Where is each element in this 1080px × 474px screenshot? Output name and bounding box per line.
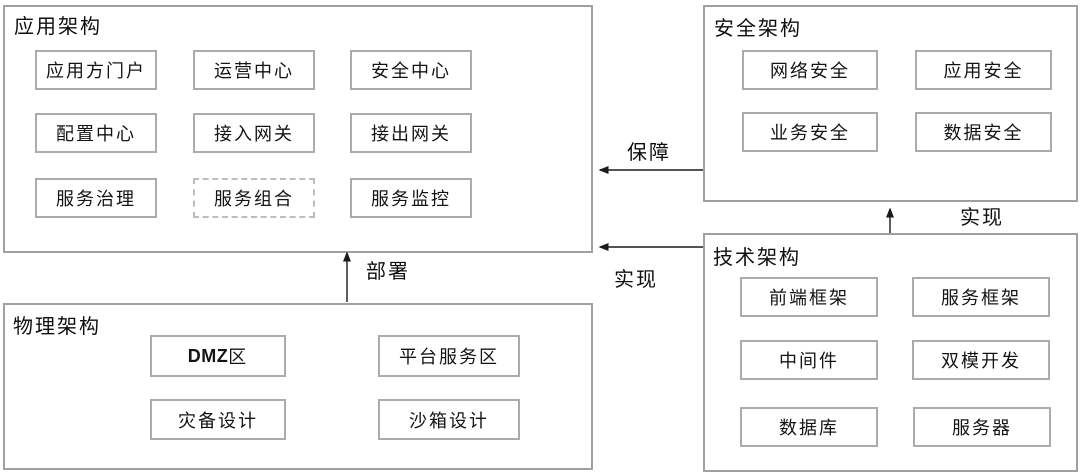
- node-dmz-zone-bold-label: DMZ: [187, 345, 229, 366]
- node-server: 服务器: [913, 407, 1051, 447]
- node-security-center: 安全中心: [350, 50, 472, 90]
- node-outbound-gateway: 接出网关: [350, 113, 472, 153]
- node-database: 数据库: [740, 407, 878, 447]
- node-operation-center: 运营中心: [193, 50, 315, 90]
- node-disaster-recovery-design: 灾备设计: [150, 399, 286, 440]
- arrow-label-realize-application: 实现: [614, 269, 658, 291]
- node-service-composition: 服务组合: [193, 178, 315, 218]
- arrow-label-guarantee: 保障: [627, 142, 671, 164]
- group-title-security: 安全架构: [714, 18, 802, 40]
- node-frontend-framework: 前端框架: [740, 277, 878, 317]
- node-dmz-zone-label: 区: [228, 347, 249, 367]
- node-platform-service-zone: 平台服务区: [378, 335, 520, 377]
- node-application-security: 应用安全: [915, 50, 1052, 90]
- arrow-label-deploy: 部署: [366, 261, 410, 283]
- node-network-security: 网络安全: [742, 50, 878, 90]
- node-service-monitoring: 服务监控: [350, 178, 472, 218]
- node-business-security: 业务安全: [742, 112, 878, 152]
- group-title-technology: 技术架构: [713, 247, 801, 269]
- node-service-governance: 服务治理: [35, 178, 157, 218]
- group-security-architecture: [703, 5, 1078, 202]
- group-title-physical: 物理架构: [13, 316, 101, 338]
- node-middleware: 中间件: [740, 340, 878, 380]
- node-sandbox-design: 沙箱设计: [378, 399, 520, 440]
- node-dual-mode-development: 双模开发: [912, 340, 1050, 380]
- group-title-application: 应用架构: [14, 16, 102, 38]
- node-service-framework: 服务框架: [912, 277, 1050, 317]
- node-app-portal: 应用方门户: [35, 50, 157, 90]
- node-config-center: 配置中心: [35, 113, 157, 153]
- node-inbound-gateway: 接入网关: [193, 113, 315, 153]
- arrow-label-realize-security: 实现: [960, 207, 1004, 229]
- group-physical-architecture: [3, 303, 593, 470]
- node-data-security: 数据安全: [915, 112, 1052, 152]
